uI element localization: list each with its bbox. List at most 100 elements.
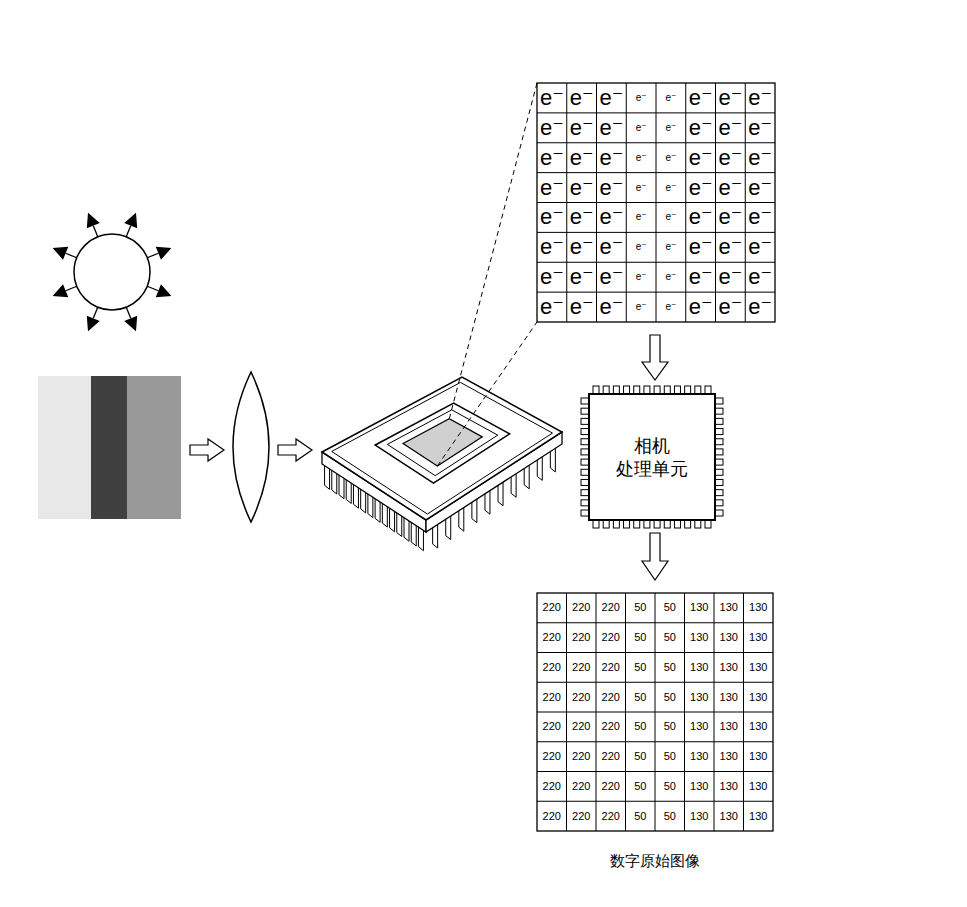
electron-cell: e⁻ — [717, 204, 745, 232]
pixel-value: 130 — [686, 654, 714, 682]
flow-arrow — [642, 335, 668, 380]
electron-cell: e⁻ — [687, 84, 715, 112]
electron-cell: e⁻ — [568, 114, 596, 142]
pixel-value: 50 — [627, 743, 655, 771]
pixel-value: 220 — [538, 624, 566, 652]
pixel-value: 220 — [538, 683, 566, 711]
electron-cell: e⁻ — [746, 204, 774, 232]
zoom-line — [449, 83, 537, 419]
electron-cell: e⁻ — [657, 263, 685, 291]
electron-cell: e⁻ — [687, 174, 715, 202]
grid-line — [714, 593, 715, 831]
electron-cell: e⁻ — [598, 144, 626, 172]
pixel-value: 220 — [568, 654, 596, 682]
ray-line — [147, 253, 158, 257]
pixel-value: 130 — [745, 594, 773, 622]
pixel-value: 220 — [568, 743, 596, 771]
pixel-grids — [437, 83, 775, 831]
electron-cell: e⁻ — [568, 174, 596, 202]
processor-pins — [581, 386, 723, 528]
electron-cell: e⁻ — [627, 144, 655, 172]
pixel-grid — [537, 593, 773, 831]
light-band — [38, 376, 91, 519]
pixel-value: 130 — [745, 773, 773, 801]
pixel-value: 50 — [627, 624, 655, 652]
pixel-value: 50 — [656, 594, 684, 622]
pixel-value: 220 — [597, 802, 625, 830]
pixel-value: 50 — [656, 624, 684, 652]
pixel-grid — [537, 83, 775, 322]
flow-arrow — [190, 439, 224, 461]
chip-top — [322, 377, 562, 520]
electron-cell: e⁻ — [538, 84, 566, 112]
electron-cell: e⁻ — [657, 114, 685, 142]
electron-cell: e⁻ — [717, 174, 745, 202]
electron-cell: e⁻ — [717, 293, 745, 321]
electron-cell: e⁻ — [717, 114, 745, 142]
pixel-value: 220 — [538, 713, 566, 741]
electron-cell: e⁻ — [627, 204, 655, 232]
pixel-value: 220 — [597, 624, 625, 652]
electron-cell: e⁻ — [746, 233, 774, 261]
ray-head — [156, 284, 172, 297]
pixel-value: 220 — [568, 624, 596, 652]
grid-line — [537, 741, 773, 742]
ray-head — [124, 316, 137, 332]
sensor-area — [403, 419, 482, 466]
pixel-value: 50 — [656, 802, 684, 830]
electron-cell: e⁻ — [568, 144, 596, 172]
electron-cell: e⁻ — [627, 233, 655, 261]
ray-line — [126, 226, 130, 237]
electron-cell: e⁻ — [568, 293, 596, 321]
electron-cell: e⁻ — [687, 114, 715, 142]
grid-line — [537, 801, 773, 802]
electron-cell: e⁻ — [657, 144, 685, 172]
sensor-frame-inner — [387, 410, 497, 476]
pixel-value: 220 — [597, 713, 625, 741]
grid-line — [537, 292, 775, 293]
pixel-value: 220 — [597, 654, 625, 682]
electron-cell: e⁻ — [657, 84, 685, 112]
electron-cell: e⁻ — [687, 233, 715, 261]
grid-line — [685, 83, 686, 322]
pixel-value: 220 — [597, 683, 625, 711]
electron-cell: e⁻ — [598, 263, 626, 291]
grid-line — [537, 712, 773, 713]
image-sensor — [322, 377, 562, 551]
electron-cell: e⁻ — [627, 84, 655, 112]
electron-cell: e⁻ — [598, 204, 626, 232]
pixel-value: 130 — [745, 683, 773, 711]
pixel-value: 220 — [568, 683, 596, 711]
pixel-value: 130 — [686, 624, 714, 652]
sun-circle — [74, 234, 150, 310]
electron-cell: e⁻ — [746, 84, 774, 112]
grid-line — [715, 83, 716, 322]
light-source — [53, 213, 172, 332]
pixel-value: 130 — [745, 713, 773, 741]
electron-cell: e⁻ — [538, 263, 566, 291]
pixel-value: 220 — [568, 802, 596, 830]
dark-band — [91, 376, 127, 519]
grid-line — [743, 593, 744, 831]
lens — [233, 372, 269, 522]
electron-cell: e⁻ — [717, 263, 745, 291]
ray-head — [53, 284, 69, 297]
ray-head — [87, 213, 100, 229]
sensor-frame — [375, 403, 509, 483]
pixel-value: 130 — [745, 654, 773, 682]
ray-line — [66, 286, 77, 290]
electron-cell: e⁻ — [657, 293, 685, 321]
electron-cell: e⁻ — [538, 174, 566, 202]
electron-cell: e⁻ — [687, 263, 715, 291]
pixel-value: 220 — [538, 802, 566, 830]
ray-head — [53, 247, 69, 260]
pixel-value: 130 — [745, 624, 773, 652]
electron-cell: e⁻ — [627, 174, 655, 202]
pixel-value: 130 — [715, 683, 743, 711]
ray-head — [87, 316, 100, 332]
pixel-value: 130 — [686, 743, 714, 771]
electron-cell: e⁻ — [538, 114, 566, 142]
pixel-value: 130 — [715, 802, 743, 830]
electron-cell: e⁻ — [717, 144, 745, 172]
